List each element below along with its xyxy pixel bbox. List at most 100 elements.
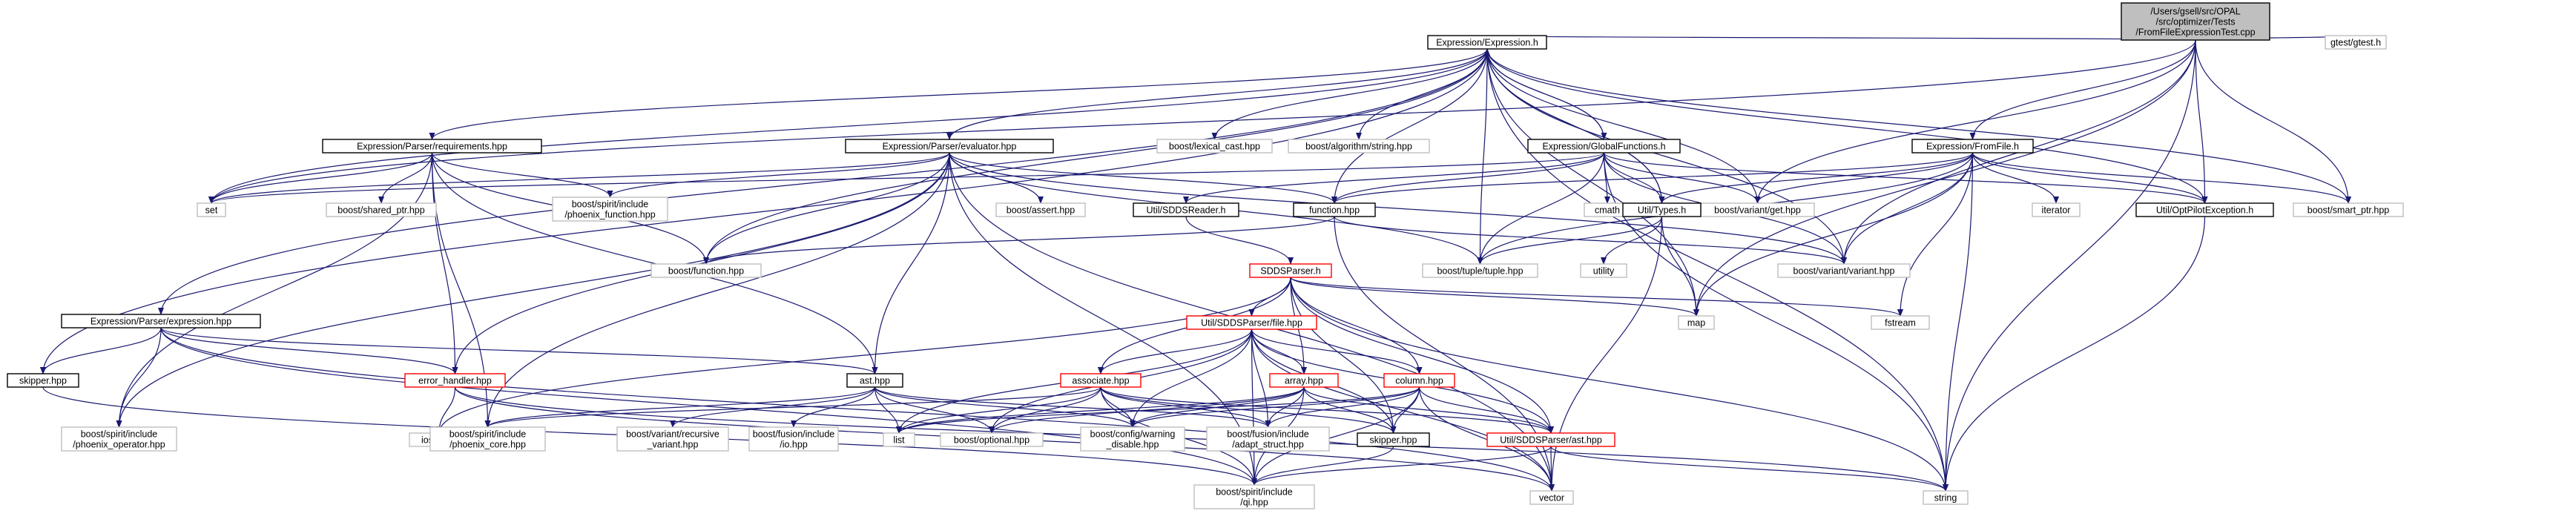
node-gtest: gtest/gtest.h <box>2325 35 2387 50</box>
node-box <box>1186 315 1317 330</box>
node-label: /phoenix_function.hpp <box>564 210 655 220</box>
edge-fromfile-to-map <box>1693 152 1974 317</box>
node-label: fstream <box>1885 318 1916 328</box>
edge-evaluator-to-phoenix_operator <box>116 152 950 428</box>
edge-global_functions-to-variant_get <box>1603 152 1761 204</box>
node-function-hpp[interactable]: function.hpp <box>1293 202 1376 217</box>
node-label: vector <box>1539 493 1564 503</box>
node-box <box>1269 373 1339 388</box>
edge-sddsparser_h-to-skipper2 <box>1290 277 1397 434</box>
node-requirements[interactable]: Expression/Parser/requirements.hpp <box>322 139 542 153</box>
edge-array-to-skipper2 <box>1303 386 1397 434</box>
node-label: /qi.hpp <box>1240 498 1268 508</box>
node-label: boost/variant/get.hpp <box>1714 205 1801 216</box>
edge-fromfile-to-types_h <box>1658 152 1974 204</box>
node-box <box>1427 35 1547 50</box>
node-box <box>1156 139 1273 153</box>
edge-expression_hpp-to-ast_hpp <box>160 327 878 374</box>
node-recursive-variant: boost/variant/recursive_variant.hpp <box>616 426 729 452</box>
edge-associate-to-sdds_ast <box>1100 386 1554 434</box>
node-algorithm-string: boost/algorithm/string.hpp <box>1288 139 1430 153</box>
edge-root-to-optpilot_exception <box>2195 39 2208 204</box>
edge-global_functions-to-tuple <box>1477 152 1605 265</box>
edge-ast_hpp-to-optional <box>874 386 995 434</box>
node-label: Expression/Expression.h <box>1436 38 1538 48</box>
edge-sddsparser_h-to-iostream <box>436 277 1291 434</box>
node-box <box>2325 35 2387 50</box>
node-array[interactable]: array.hpp <box>1269 373 1339 388</box>
node-label: boost/smart_ptr.hpp <box>2307 205 2390 216</box>
edge-root-to-expression_h <box>1486 35 2196 43</box>
node-box <box>995 202 1086 217</box>
node-sddsreader[interactable]: Util/SDDSReader.h <box>1133 202 1239 217</box>
edge-types_h-to-vector <box>1549 216 1663 492</box>
node-optpilot-exception[interactable]: Util/OptPilotException.h <box>2135 202 2274 217</box>
node-label: Util/SDDSParser/ast.hpp <box>1500 435 1602 446</box>
node-label: boost/spirit/include <box>449 429 527 440</box>
node-box <box>197 202 226 217</box>
node-box <box>2293 202 2404 217</box>
node-box <box>845 139 1054 153</box>
node-expression-h[interactable]: Expression/Expression.h <box>1427 35 1547 50</box>
node-skipper1[interactable]: skipper.hpp <box>7 373 79 388</box>
edge-evaluator-to-error_handler <box>452 152 950 374</box>
node-global-functions[interactable]: Expression/GlobalFunctions.h <box>1527 139 1681 153</box>
edge-associate-to-warning_disable <box>1100 386 1136 428</box>
node-label: cmath <box>1595 205 1620 216</box>
edge-sdds_file-to-vector <box>1251 328 1555 492</box>
node-adapt-struct: boost/fusion/include/adapt_struct.hpp <box>1206 426 1330 452</box>
node-fromfile[interactable]: Expression/FromFile.h <box>1911 139 2034 153</box>
node-evaluator[interactable]: Expression/Parser/evaluator.hpp <box>845 139 1054 153</box>
node-ast-hpp[interactable]: ast.hpp <box>846 373 903 388</box>
node-sddsparser-h[interactable]: SDDSParser.h <box>1249 263 1332 278</box>
edge-array-to-optional <box>989 386 1305 434</box>
edge-associate-to-skipper2 <box>1100 386 1397 434</box>
node-error-handler[interactable]: error_handler.hpp <box>404 373 506 388</box>
edge-expression_h-to-smart_ptr <box>1486 48 2351 204</box>
node-box <box>1580 263 1627 278</box>
edge-global_functions-to-optpilot_exception <box>1603 152 2208 204</box>
node-box <box>1678 315 1715 330</box>
node-optional: boost/optional.hpp <box>940 432 1044 447</box>
node-label: set <box>205 205 218 216</box>
node-column[interactable]: column.hpp <box>1383 373 1455 388</box>
node-shared-ptr: boost/shared_ptr.hpp <box>326 202 437 217</box>
node-label: /io.hpp <box>780 440 808 450</box>
node-associate[interactable]: associate.hpp <box>1060 373 1142 388</box>
edge-evaluator-to-ast_hpp <box>872 152 950 374</box>
node-label: array.hpp <box>1285 376 1323 386</box>
edge-expression_hpp-to-vector <box>160 327 1555 492</box>
node-sdds-ast[interactable]: Util/SDDSParser/ast.hpp <box>1486 432 1615 447</box>
edge-ast_hpp-to-warning_disable <box>874 386 1136 428</box>
node-label: boost/config/warning <box>1090 429 1176 440</box>
node-expression-hpp[interactable]: Expression/Parser/expression.hpp <box>61 314 261 328</box>
node-box <box>616 426 729 452</box>
node-label: boost/fusion/include <box>753 429 835 440</box>
node-label: Expression/Parser/expression.hpp <box>90 317 231 327</box>
edge-optpilot_exception-to-string <box>1943 216 2206 492</box>
node-label: boost/shared_ptr.hpp <box>337 205 424 216</box>
node-label: boost/algorithm/string.hpp <box>1305 142 1412 152</box>
node-box <box>7 373 79 388</box>
edge-fromfile-to-iterator <box>1971 152 2059 204</box>
node-skipper2[interactable]: skipper.hpp <box>1357 432 1430 447</box>
edge-expression_h-to-set <box>208 48 1488 204</box>
node-types-h[interactable]: Util/Types.h <box>1622 202 1702 217</box>
node-box <box>1486 432 1615 447</box>
edge-requirements-to-set <box>208 152 433 204</box>
node-label: boost/function.hpp <box>668 266 744 277</box>
node-map: map <box>1678 315 1715 330</box>
node-label: error_handler.hpp <box>418 376 492 386</box>
node-box <box>1133 202 1239 217</box>
node-box <box>1422 263 1538 278</box>
node-box <box>1527 139 1681 153</box>
node-label: boost/fusion/include <box>1227 429 1309 440</box>
node-label: boost/spirit/include <box>81 429 158 440</box>
edge-associate-to-phoenix_core <box>484 386 1101 428</box>
node-label: function.hpp <box>1309 205 1360 216</box>
edge-root-to-set <box>208 39 2196 204</box>
node-box <box>2121 2 2270 41</box>
node-label: boost/optional.hpp <box>954 435 1030 446</box>
node-sdds-file[interactable]: Util/SDDSParser/file.hpp <box>1186 315 1317 330</box>
edge-function_hpp-to-variant_variant <box>1334 216 1847 265</box>
